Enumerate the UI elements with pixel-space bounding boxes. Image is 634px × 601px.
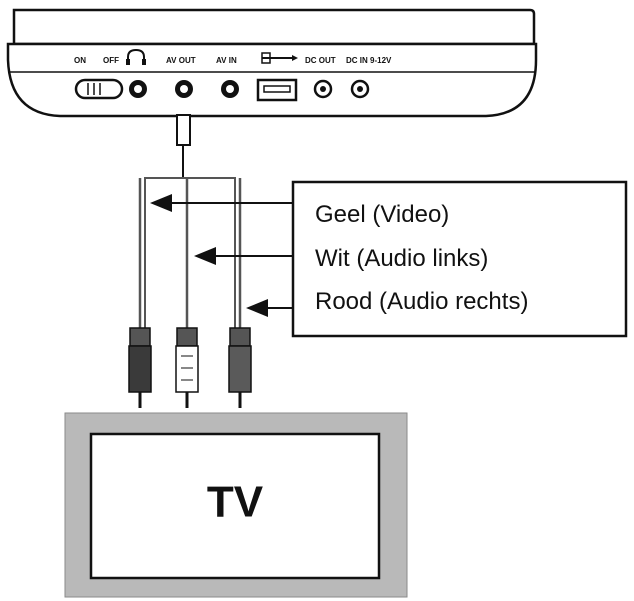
tv-screen [89, 432, 381, 580]
label-dc-in: DC IN 9-12V [346, 56, 392, 65]
legend-item-red: Rood (Audio rechts) [315, 288, 528, 315]
legend-item-yellow: Geel (Video) [315, 201, 449, 228]
dvd-player-lid [12, 8, 536, 46]
arrow-white [194, 247, 294, 265]
label-av-in: AV IN [216, 56, 237, 65]
rca-plug-white [175, 327, 199, 408]
av-cable [138, 114, 242, 338]
av-plug [176, 114, 191, 146]
dvd-player: ON OFF AV OUT AV IN DC OUT DC IN 9-12V [6, 8, 538, 118]
arrow-yellow [150, 194, 294, 212]
rca-plug-red [228, 327, 252, 408]
label-dc-out: DC OUT [305, 56, 336, 65]
av-out-jack [175, 80, 193, 98]
label-av-out: AV OUT [166, 56, 196, 65]
tv-label: TV [207, 478, 264, 527]
usb-port [256, 78, 298, 102]
legend-item-white: Wit (Audio links) [315, 245, 488, 272]
dc-out-jack [313, 79, 333, 99]
rca-plug-yellow [128, 327, 152, 408]
tv: TV [64, 412, 408, 598]
cable-splitter [144, 177, 236, 338]
dc-in-jack [350, 79, 370, 99]
headphone-icon [126, 48, 146, 65]
power-switch-icon [74, 78, 124, 100]
arrow-red [246, 299, 294, 317]
label-off: OFF [103, 56, 119, 65]
label-on: ON [74, 56, 86, 65]
headphone-jack [129, 80, 147, 98]
usb-icon [261, 52, 298, 64]
legend-box: Geel (Video) Wit (Audio links) Rood (Aud… [291, 180, 628, 338]
av-in-jack [221, 80, 239, 98]
